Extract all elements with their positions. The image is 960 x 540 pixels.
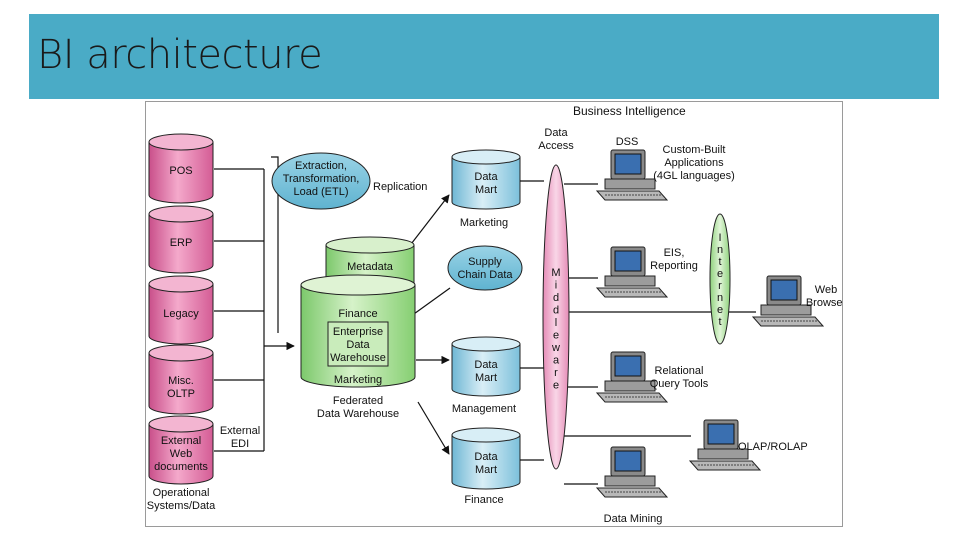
eis-computer-icon (596, 246, 668, 298)
mart-caption-marketing: Marketing (460, 217, 508, 229)
source-erp: ERP (148, 205, 214, 274)
mart-caption-management: Management (452, 403, 516, 415)
warehouse-finance-label: Finance (338, 308, 377, 320)
svg-text:Extraction,Transformation,Load: Extraction,Transformation,Load (ETL) (283, 160, 360, 198)
replication-label: Replication (373, 181, 427, 193)
dss-label: DSS (616, 136, 639, 148)
bi-architecture-diagram: Business Intelligence POS ERP Legacy Mis… (145, 101, 847, 527)
eis-label: EIS,Reporting (650, 247, 698, 272)
slide-header: BI architecture (29, 14, 939, 99)
diagram-title: Business Intelligence (573, 104, 686, 118)
source-misc-oltp: Misc.OLTP (148, 344, 214, 415)
svg-text:POS: POS (169, 165, 192, 177)
source-misc-label: Misc.OLTP (167, 375, 195, 400)
mart-connectors (520, 180, 544, 461)
browser-label: WebBrowser (806, 284, 842, 309)
mining-computer-icon (596, 446, 668, 498)
svg-text:ERP: ERP (170, 237, 193, 249)
mart-caption-finance: Finance (464, 494, 503, 506)
source-pos: POS (148, 133, 214, 204)
relational-computer-icon (596, 351, 668, 403)
data-mining-label: Data Mining (604, 513, 663, 525)
olap-label: OLAP/ROLAP (738, 441, 808, 453)
svg-text:Legacy: Legacy (163, 308, 199, 320)
warehouse-marketing-label: Marketing (334, 374, 382, 386)
slide-title: BI architecture (37, 32, 323, 78)
source-connectors (214, 156, 295, 452)
source-legacy: Legacy (148, 275, 214, 345)
etl-node: Extraction,Transformation,Load (ETL) (271, 152, 371, 210)
